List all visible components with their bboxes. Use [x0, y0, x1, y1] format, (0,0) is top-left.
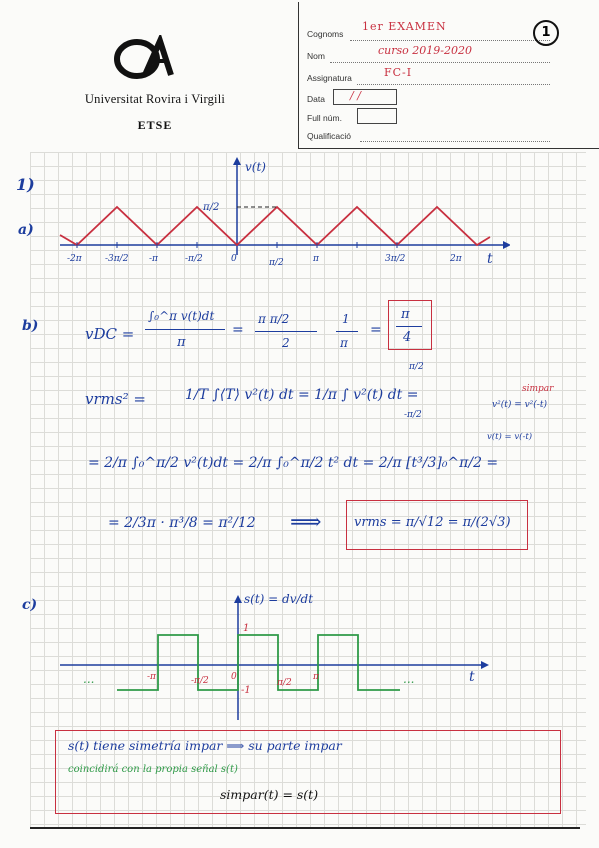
- axis-label-vt: v(t): [245, 160, 266, 174]
- form-line-name: [330, 62, 550, 63]
- note-simpar: simpar: [522, 384, 554, 394]
- form-label-sheet: Full núm.: [307, 113, 342, 123]
- note-v2-even: v²(t) = v²(-t): [492, 400, 547, 410]
- tick-pi2: π/2: [268, 258, 284, 268]
- vrms-result-box: [346, 500, 528, 550]
- form-line-subject: [357, 84, 550, 85]
- exam-header: Universitat Rovira i Virgili ETSE Cognom…: [0, 0, 599, 150]
- form-value-surname: 1er EXAMEN: [362, 20, 447, 33]
- vrms-line4: = 2/3π · π³/8 = π²/12: [108, 515, 256, 531]
- university-logo: [114, 35, 174, 79]
- sheet-box: [357, 108, 397, 124]
- y-axis-arrow-icon: [234, 595, 242, 603]
- vdc-lhs: vDC =: [85, 325, 135, 343]
- tick-neg-pi: -π: [149, 254, 159, 264]
- axis-label-t: t: [469, 669, 475, 685]
- dots-left: ...: [83, 672, 94, 686]
- conclusion-line-2: coincidirá con la propia señal s(t): [68, 764, 238, 775]
- form-label-subject: Assignatura: [307, 73, 352, 83]
- conclusion-line-3: simpar(t) = s(t): [220, 787, 319, 802]
- date-box: [333, 89, 397, 105]
- vdc-mid-num: π π/2: [258, 312, 290, 326]
- level-neg-label: -1: [241, 685, 251, 696]
- form-value-subject: FC-I: [384, 66, 413, 79]
- dots-right: ...: [403, 672, 414, 686]
- vrms-line3: = 2/π ∫₀^π/2 v²(t)dt = 2/π ∫₀^π/2 t² dt …: [88, 455, 499, 471]
- triangle-wave: [59, 205, 491, 247]
- peak-label: π/2: [202, 202, 219, 213]
- form-value-name: curso 2019-2020: [378, 44, 472, 57]
- vdc-fraction-bar: [145, 329, 225, 330]
- conclusion-box: [55, 730, 561, 814]
- implies-arrow: ⟹: [290, 510, 322, 535]
- vdc-denominator: π: [177, 335, 186, 350]
- vdc-frac-bar: [336, 331, 358, 332]
- triangle-wave-plot: v(t) t π/2 -2π -3π/2 -π -π/2 0 π/2 π 3π/…: [59, 157, 510, 268]
- part-c-label: c): [22, 597, 38, 613]
- form-line-grade: [360, 141, 550, 142]
- vdc-numerator: ∫₀^π v(t)dt: [148, 309, 215, 323]
- conclusion-line-1: s(t) tiene simetría impar ⟹ su parte imp…: [68, 738, 342, 753]
- square-wave-plot: ... ... t 1 -1 -π -π/2 0 π/2 π: [60, 595, 489, 720]
- note-v-even: v(t) = v(-t): [487, 432, 533, 442]
- vrms-result: vrms = π/√12 = π/(2√3): [354, 515, 511, 530]
- vrms-lower-limit: -π/2: [404, 410, 422, 420]
- form-line-surname: [350, 40, 550, 41]
- tick-2pi-visible: 2π: [449, 254, 463, 264]
- x-axis-arrow-icon: [503, 241, 510, 249]
- form-label-name: Nom: [307, 51, 325, 61]
- vdc-result-box: [388, 300, 432, 350]
- equals-2: =: [370, 322, 382, 338]
- university-name: Universitat Rovira i Virgili: [84, 92, 226, 106]
- vdc-result-bar: [396, 326, 422, 327]
- form-label-surname: Cognoms: [307, 29, 344, 39]
- tick-zero: 0: [231, 254, 237, 264]
- problem-number: 1): [16, 175, 35, 194]
- student-form: [298, 2, 599, 149]
- vrms-upper-limit: π/2: [409, 362, 424, 372]
- tick-neg-pi2: -π/2: [185, 254, 203, 264]
- grid-paper: [30, 152, 586, 828]
- school-name: ETSE: [137, 118, 173, 132]
- tick-neg-pi2: -π/2: [191, 676, 209, 686]
- tick-pi: π: [312, 672, 320, 682]
- vdc-result-num: π: [401, 307, 410, 322]
- form-value-date: / /: [350, 89, 361, 102]
- vrms-eq1: 1/T ∫⟨T⟩ v²(t) dt = 1/π ∫ v²(t) dt =: [185, 387, 419, 403]
- bottom-rule: [30, 827, 580, 829]
- vdc-frac-num: 1: [342, 312, 350, 326]
- vrms-lhs: vrms² =: [85, 390, 146, 408]
- vdc-mid-bar: [255, 331, 317, 332]
- axis-label-t: t: [487, 251, 493, 267]
- tick-neg-2pi: -2π: [67, 254, 83, 264]
- level-pos-label: 1: [243, 623, 249, 634]
- vdc-mid-den: 2: [282, 336, 290, 350]
- tick-pi: π: [312, 254, 320, 264]
- square-wave: [117, 634, 400, 691]
- form-label-grade: Qualificació: [307, 131, 351, 141]
- y-axis-arrow-icon: [233, 157, 241, 165]
- vdc-result-den: 4: [403, 330, 412, 345]
- page-number-circle: 1: [533, 20, 559, 46]
- part-b-label: b): [22, 318, 39, 334]
- part-a-label: a): [18, 222, 34, 238]
- x-axis-arrow-icon: [481, 661, 489, 669]
- equals-1: =: [232, 322, 244, 338]
- tick-pi2: π/2: [276, 678, 292, 688]
- vdc-frac-den: π: [340, 336, 348, 350]
- tick-neg-pi: -π: [147, 672, 157, 682]
- tick-zero: 0: [231, 672, 237, 682]
- form-label-date: Data: [307, 94, 325, 104]
- tick-3pi2: 3π/2: [385, 254, 406, 264]
- tick-neg-3pi2: -3π/2: [105, 254, 129, 264]
- s-definition: s(t) = dv/dt: [244, 592, 314, 606]
